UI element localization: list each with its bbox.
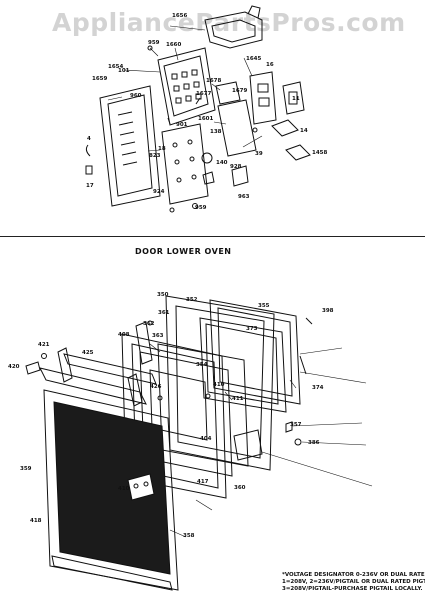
callout-label: 959 [195, 205, 207, 211]
callout-label: 18 [158, 146, 166, 152]
callout-label: 39 [255, 151, 263, 157]
section-title: DOOR LOWER OVEN [135, 247, 232, 256]
callout-label: 404 [200, 436, 212, 442]
callout-label: 374 [312, 385, 324, 391]
callout-label: 101 [118, 68, 130, 74]
callout-label: 426 [150, 384, 162, 390]
callout-label: 1458 [312, 150, 327, 156]
callout-label: 4 [87, 136, 91, 142]
callout-label: 960 [130, 93, 142, 99]
callout-label: 11 [292, 96, 300, 102]
callout-label: 823 [149, 153, 161, 159]
callout-label: 362 [143, 321, 155, 327]
leader-lines [107, 25, 373, 538]
lower-oven-door-assembly [25, 295, 313, 591]
callout-label: 901 [176, 122, 188, 128]
callout-label: 16 [266, 62, 274, 68]
voltage-footnote: *VOLTAGE DESIGNATOR 0-236V OR DUAL RATED… [282, 572, 425, 593]
callout-label: 359 [20, 466, 32, 472]
callout-label: 418 [30, 518, 42, 524]
callout-label: 354 [196, 362, 208, 368]
callout-label: 1654 [108, 64, 123, 70]
callout-label: 1677 [196, 91, 211, 97]
callout-label: 350 [157, 292, 169, 298]
callout-label: 410 [213, 382, 225, 388]
callout-label: 352 [186, 297, 198, 303]
callout-label: 928 [230, 164, 242, 170]
callout-label: 398 [322, 308, 334, 314]
callout-label: 363 [152, 333, 164, 339]
callout-label: 358 [183, 533, 195, 539]
callout-label: 1656 [172, 13, 187, 19]
section-divider [0, 236, 425, 237]
callout-label: 361 [158, 310, 170, 316]
callout-label: 355 [258, 303, 270, 309]
callout-label: 140 [216, 160, 228, 166]
callout-label: 138 [210, 129, 222, 135]
callout-label: 408 [118, 332, 130, 338]
callout-label: 14 [300, 128, 308, 134]
callout-label: 425 [82, 350, 94, 356]
callout-label: 1679 [232, 88, 247, 94]
callout-label: 1660 [166, 42, 181, 48]
callout-label: 959 [148, 40, 160, 46]
callout-label: 411 [232, 396, 244, 402]
callout-label: 924 [153, 189, 165, 195]
upper-control-assembly [85, 5, 311, 213]
callout-label: 1678 [206, 78, 221, 84]
callout-label: 360 [234, 485, 246, 491]
footnote-line: *VOLTAGE DESIGNATOR 0-236V OR DUAL RATED… [282, 572, 425, 578]
footnote-line: 3=208V/PIGTAIL-PURCHASE PIGTAIL LOCALLY. [282, 586, 423, 592]
callout-label: 373 [246, 326, 258, 332]
callout-label: 1601 [198, 116, 213, 122]
callout-label: 357 [290, 422, 302, 428]
callout-label: 1645 [246, 56, 261, 62]
callout-label: 963 [238, 194, 250, 200]
callout-label: 417 [197, 479, 209, 485]
callout-label: 17 [86, 183, 94, 189]
callout-label: 420 [8, 364, 20, 370]
callout-label: 1659 [92, 76, 107, 82]
callout-label: 410 [118, 486, 130, 492]
callout-label: 421 [38, 342, 50, 348]
footnote-line: 1=208V, 2=236V/PIGTAIL OR DUAL RATED PIG… [282, 579, 425, 585]
callout-label: 386 [308, 440, 320, 446]
